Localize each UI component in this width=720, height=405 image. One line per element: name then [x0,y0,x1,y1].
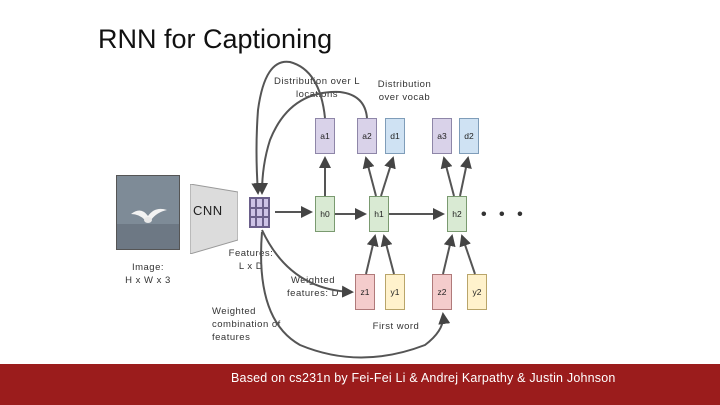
distribution-over-vocab-label: Distribution over vocab [377,79,432,103]
cnn-label: CNN [193,203,223,218]
arrow-features-to-z1 [261,229,354,298]
ellipsis-dots: • • • [481,206,527,223]
arrow-h1-to-d1 [380,156,396,197]
weighted-combination-label: Weighted combination of features [212,306,281,343]
hidden-node-h0: h0 [315,196,335,232]
feature-cell [250,217,257,227]
feature-cell [250,207,257,218]
feature-cell [262,217,269,227]
features-size-label: Features: L x D [228,248,274,272]
context-node-z1: z1 [355,274,375,310]
slide-title: RNN for Captioning [98,24,333,54]
feature-cell [262,198,269,208]
arrow-y1-to-h1 [380,234,395,275]
feature-grid [249,197,270,228]
attention-node-a1: a1 [315,118,335,154]
feature-cell [256,198,263,208]
arrow-h2-to-d2 [459,156,472,197]
image-size-label: Image: H x W x 3 [125,262,171,286]
feature-cell [250,198,257,208]
input-image [116,175,180,250]
word-node-y1: y1 [385,274,405,310]
context-node-z2: z2 [432,274,452,310]
attention-node-a3: a3 [432,118,452,154]
feature-cell [256,207,263,218]
feature-cell [256,217,263,227]
vocab-node-d1: d1 [385,118,405,154]
hidden-node-h2: h2 [447,196,467,232]
arrow-z2-to-h2 [442,234,456,275]
arrow-z1-to-h1 [365,234,379,275]
arrow-a1-to-features [251,60,326,195]
vocab-node-d2: d2 [459,118,479,154]
footer-bar [0,364,720,405]
arrow-h2-to-a3 [440,156,455,197]
weighted-features-label: Weighted features: D [287,275,339,299]
arrow-y2-to-h2 [459,234,476,275]
word-node-y2: y2 [467,274,487,310]
arrow-a2-to-features [256,90,368,195]
footer-credit: Based on cs231n by Fei-Fei Li & Andrej K… [231,371,616,385]
first-word-label: First word [372,321,420,332]
seagull-photo [117,176,179,249]
arrow-h1-to-a2 [362,156,377,197]
feature-cell [262,207,269,218]
attention-node-a2: a2 [357,118,377,154]
arrow-features-to-z2 [260,231,451,359]
hidden-node-h1: h1 [369,196,389,232]
cnn-block [190,184,238,254]
